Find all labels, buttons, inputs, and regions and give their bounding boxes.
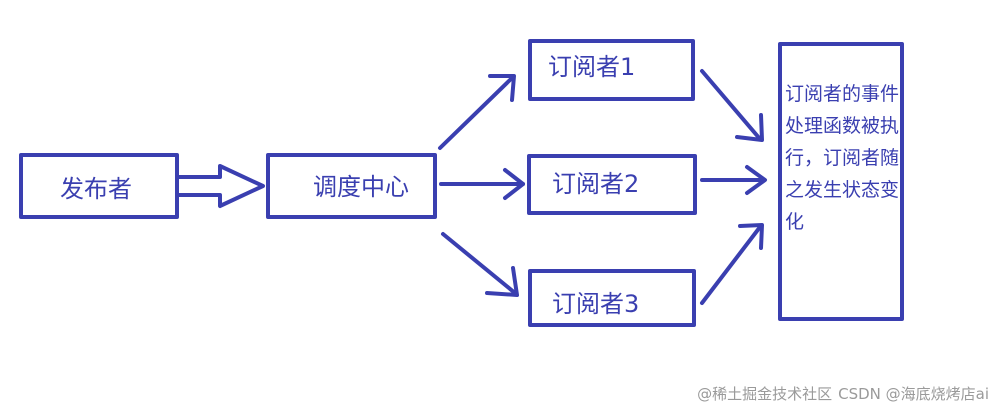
subscriber-1-box bbox=[528, 39, 695, 101]
arrowhead-result-from-3 bbox=[738, 223, 764, 250]
arrow-subscriber-1-to-result bbox=[700, 69, 762, 141]
subscriber-1-label: 订阅者1 bbox=[548, 53, 636, 81]
watermark-juejin: @稀土掘金技术社区 bbox=[697, 385, 833, 403]
arrowhead-result-from-1 bbox=[735, 113, 764, 142]
publisher-box bbox=[19, 153, 179, 219]
publisher-label: 发布者 bbox=[60, 175, 132, 203]
arrowhead-subscriber-3 bbox=[485, 266, 519, 297]
dispatch-center-box bbox=[266, 153, 437, 219]
subscriber-2-label: 订阅者2 bbox=[552, 170, 640, 198]
subscriber-3-label: 订阅者3 bbox=[552, 290, 640, 318]
arrowhead-subscriber-2 bbox=[503, 168, 525, 200]
arrow-center-to-subscriber-3 bbox=[441, 232, 517, 295]
subscriber-3-box bbox=[528, 269, 696, 327]
subscriber-2-box bbox=[527, 154, 697, 215]
result-box bbox=[778, 42, 904, 321]
double-arrow-publisher-to-center bbox=[176, 164, 265, 208]
arrow-center-to-subscriber-1 bbox=[438, 76, 514, 150]
arrowhead-subscriber-1 bbox=[488, 74, 516, 102]
result-description: 订阅者的事件处理函数被执行，订阅者随之发生状态变化 bbox=[785, 83, 900, 233]
arrowhead-result-from-2 bbox=[745, 165, 767, 195]
watermark-csdn: CSDN @海底烧烤店ai bbox=[838, 385, 989, 403]
arrow-subscriber-3-to-result bbox=[700, 225, 762, 305]
watermark: @稀土掘金技术社区 CSDN @海底烧烤店ai bbox=[697, 383, 989, 404]
dispatch-center-label: 调度中心 bbox=[313, 173, 409, 201]
